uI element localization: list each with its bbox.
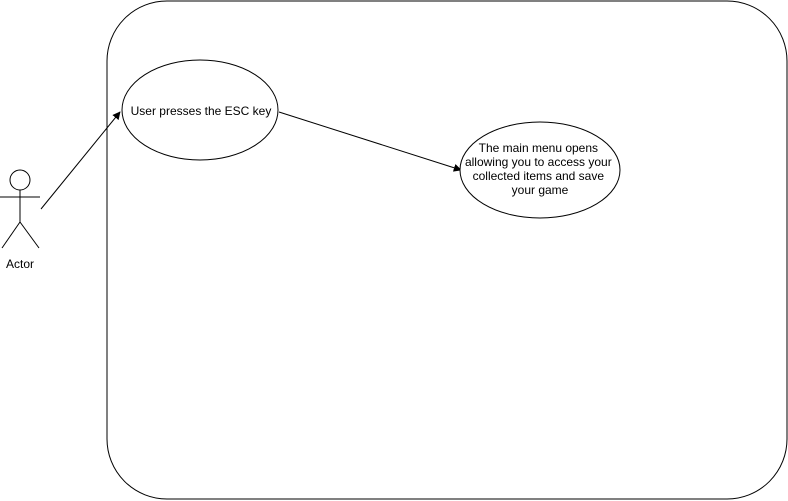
actor-label: Actor [6, 257, 34, 271]
flow-arrow-esc-to-menu[interactable] [278, 111, 462, 172]
use-case-ellipse [121, 59, 279, 161]
use-case-esc-key[interactable]: User presses the ESC key [121, 59, 279, 161]
system-boundary[interactable] [106, 0, 788, 500]
use-case-label-line: User presses the ESC key [131, 104, 272, 118]
actor-figure[interactable] [0, 169, 40, 249]
use-case-ellipse [459, 121, 621, 219]
actor-left-leg [1, 221, 21, 249]
actor-head [9, 169, 31, 191]
use-case-label-line: your game [512, 183, 569, 197]
use-case-label-line: allowing you to access your [465, 155, 612, 169]
use-case-label: The main menu opens allowing you to acce… [465, 141, 615, 197]
use-case-main-menu[interactable]: The main menu opens allowing you to acce… [459, 121, 621, 219]
actor-right-leg [19, 221, 40, 249]
association-arrow-actor-to-esc[interactable] [40, 111, 121, 210]
use-case-label: User presses the ESC key [131, 104, 272, 118]
use-case-label-line: collected items and save [473, 169, 605, 183]
use-case-label-line: The main menu opens [479, 141, 598, 155]
